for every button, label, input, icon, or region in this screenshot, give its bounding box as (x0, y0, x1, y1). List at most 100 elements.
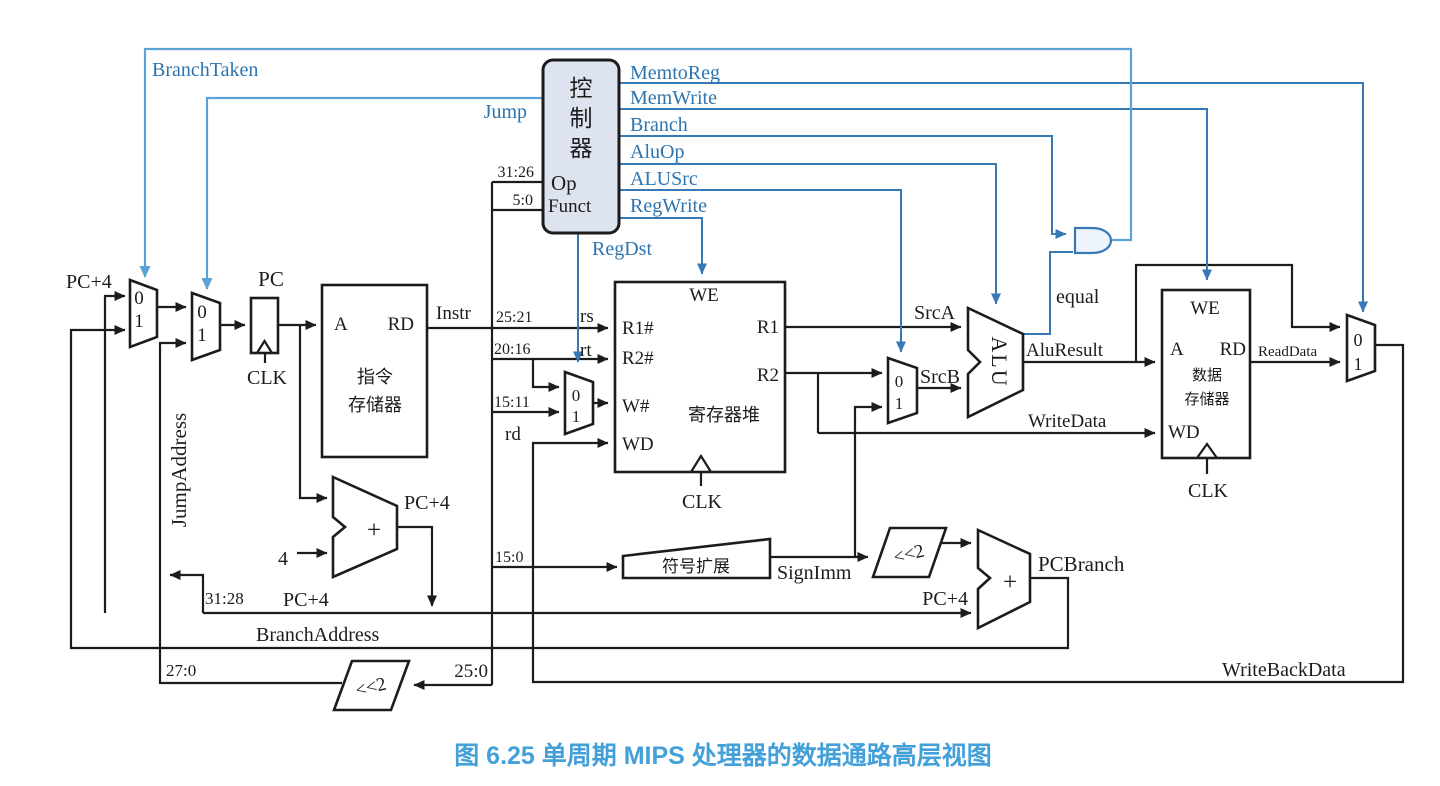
wire-aluresult-to-finalmux (1134, 263, 1341, 362)
control-title-2: 制 (570, 106, 593, 131)
label-instr: Instr (436, 303, 472, 324)
label-aluresult: AluResult (1026, 340, 1104, 361)
wire-adder4-out (397, 525, 437, 607)
wire-equal (1023, 251, 1073, 335)
register-file: WE R1# R2# W# WD R1 R2 寄存器堆 CLK (613, 280, 787, 513)
label-pcbranch: PCBranch (1038, 552, 1125, 576)
regfile-wn: W# (622, 396, 650, 417)
regfile-r1: R1 (757, 317, 779, 338)
datamem-we: WE (1190, 298, 1220, 319)
figure-caption: 图 6.25 单周期 MIPS 处理器的数据通路高层视图 (454, 741, 992, 770)
regfile-clock-triangle-icon (690, 453, 712, 473)
wire-branchaddress-to-muxA1 (69, 325, 1070, 650)
wire-pc4-high-slice (169, 570, 205, 613)
mux-memtoreg-1: 1 (1354, 354, 1363, 374)
datapath-wires (69, 180, 1405, 690)
label-pc4-bottom: PC+4 (283, 589, 329, 611)
branch-adder-body (976, 527, 1032, 631)
mux-jump-body (190, 291, 222, 362)
label-pc4-branchadder: PC+4 (922, 588, 968, 610)
alu-body (966, 305, 1025, 420)
datamem-clock-triangle-icon (1196, 442, 1218, 459)
pc-clock-triangle-icon (256, 338, 273, 354)
datamem-a: A (1170, 339, 1184, 360)
regfile-we: WE (689, 285, 719, 306)
label-memwrite: MemWrite (630, 87, 717, 109)
control-unit: 控 制 器 Op Funct (541, 58, 621, 235)
wire-rt-to-wmux (531, 359, 560, 392)
branch-adder: + (976, 527, 1032, 631)
alu: ALU (966, 305, 1025, 420)
label-alusrc: ALUSrc (630, 168, 698, 190)
datamem-rd: RD (1220, 339, 1246, 360)
mux-regdst-1: 1 (572, 407, 581, 426)
regfile-name: 寄存器堆 (688, 405, 760, 425)
wire-branch (620, 135, 1067, 239)
plus4-adder-body (331, 474, 399, 579)
label-aluop: AluOp (630, 141, 684, 163)
mux-alusrc-body (886, 356, 919, 425)
control-wires (139, 47, 1368, 363)
instrmem-port-rd: RD (388, 314, 414, 335)
label-writebackdata: WriteBackData (1222, 659, 1346, 681)
mux-jump: 0 1 (190, 291, 222, 362)
label-srca: SrcA (914, 302, 956, 324)
wire-pc4-to-muxA0 (103, 291, 126, 613)
label-rt: rt (580, 340, 592, 361)
mux-regdst: 0 1 (563, 370, 595, 436)
mux-jump-1: 1 (197, 325, 207, 346)
sign-extend-name: 符号扩展 (662, 557, 730, 576)
branch-adder-plus: + (1003, 569, 1017, 596)
label-const4: 4 (278, 548, 288, 570)
control-port-funct: Funct (548, 196, 592, 217)
datamem-name-2: 存储器 (1184, 391, 1229, 408)
sign-extend-body (621, 537, 772, 580)
label-srcb: SrcB (920, 366, 960, 388)
mux-jump-0: 0 (197, 302, 207, 323)
wire-memwrite (620, 108, 1212, 281)
control-port-op: Op (551, 171, 577, 195)
shift-left-2-branch-body (871, 526, 948, 579)
label-bits-15-0: 15:0 (495, 549, 523, 566)
label-regwrite: RegWrite (630, 195, 707, 217)
label-branchaddress: BranchAddress (256, 624, 380, 646)
label-regdst: RegDst (592, 238, 652, 260)
regfile-r2n: R2# (622, 348, 654, 369)
mux-alusrc-0: 0 (895, 372, 904, 391)
mux-memtoreg-0: 0 (1354, 330, 1363, 350)
label-bits-25-21: 25:21 (496, 309, 532, 326)
label-rd: rd (505, 424, 521, 445)
regfile-r2: R2 (757, 365, 779, 386)
label-pc4-topleft: PC+4 (66, 271, 112, 293)
regfile-clk-label: CLK (682, 491, 723, 513)
control-title-3: 器 (570, 136, 593, 161)
mux-memtoreg-body (1345, 313, 1377, 383)
wire-alusrc (620, 189, 906, 353)
label-bits-5-0: 5:0 (513, 192, 533, 209)
label-jump: Jump (484, 101, 527, 123)
signal-labels: BranchTaken Jump MemtoReg MemWrite Branc… (152, 59, 720, 260)
plus4-adder: + (331, 474, 399, 579)
regfile-r1n: R1# (622, 318, 654, 339)
wire-signimm-to-srcbmux (853, 402, 883, 557)
mux-alusrc-1: 1 (895, 394, 904, 413)
pc-clk-label: CLK (247, 367, 288, 389)
label-pc4-adder-out: PC+4 (404, 492, 450, 514)
datamem-clk-label: CLK (1188, 480, 1229, 502)
label-bits-31-26: 31:26 (498, 164, 534, 181)
label-bits-15-11: 15:11 (494, 394, 530, 411)
bit-range-labels: 31:26 5:0 25:21 rs 20:16 rt 15:11 rd 15:… (166, 164, 594, 682)
datamem-name-1: 数据 (1192, 367, 1222, 384)
control-title-1: 控 (570, 76, 593, 101)
wire-writebackdata (531, 343, 1405, 684)
plus4-adder-plus: + (367, 517, 381, 544)
shift-left-2-jump: <<2 (332, 659, 411, 712)
alu-label: ALU (987, 336, 1012, 387)
label-bits-25-0: 25:0 (454, 661, 488, 682)
label-writedata: WriteData (1028, 411, 1107, 432)
instrmem-name-1: 指令 (357, 367, 393, 387)
wire-aluop (620, 163, 1001, 305)
label-branch: Branch (630, 114, 688, 136)
mux-pcsrc-0: 0 (134, 288, 144, 309)
